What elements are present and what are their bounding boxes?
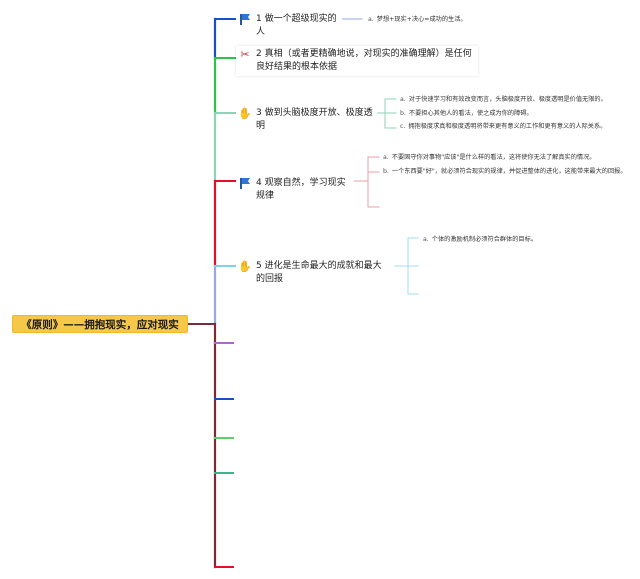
branch-topic-2[interactable]: ✂ 2 真相（或者更精确地说，对现实的准确理解）是任何良好结果的根本依据: [236, 46, 478, 76]
note-marker: b.: [400, 110, 406, 117]
note-text: 拥抱极度求真和极度透明将带来更有意义的工作和更有意义的人际关系。: [408, 123, 607, 130]
flag-icon: [238, 13, 252, 26]
subtopic-note[interactable]: b.不要担心其他人的看法，使之成为你的障碍。: [400, 109, 636, 118]
hands-icon: ✋: [238, 107, 252, 120]
branch-topic-5[interactable]: ✋ 5 进化是生命最大的成就和最大的回报: [236, 258, 394, 288]
note-text: 一个东西要"好"，就必须符合现实的规律，并促进整体的进化，这能带来最大的回报。: [391, 168, 627, 175]
tools-icon: ✂: [240, 48, 250, 61]
flag-icon: [238, 177, 252, 190]
note-text: 不要固守你对事物"应该"是什么样的看法，这将使你无法了解真实的情况。: [391, 154, 596, 161]
branch-topic-1[interactable]: 1 做一个超级现实的人: [236, 11, 342, 41]
note-text: 个体的激励机制必须符合群体的目标。: [431, 236, 537, 243]
branch-topic-4[interactable]: 4 观察自然，学习现实规律: [236, 175, 354, 205]
branch-topic-label: 3 做到头脑极度开放、极度透明: [256, 108, 373, 131]
branch-topic-label: 5 进化是生命最大的成就和最大的回报: [256, 261, 382, 284]
subtopic-note[interactable]: a.梦想+现实+决心=成功的生活。: [368, 15, 498, 24]
subtopic-note[interactable]: a.对于快速学习和有效改变而言，头脑极度开放、极度透明是价值无限的。: [400, 95, 636, 104]
subtopic-note[interactable]: a.不要固守你对事物"应该"是什么样的看法，这将使你无法了解真实的情况。: [383, 153, 618, 162]
branch-topic-3[interactable]: ✋ 3 做到头脑极度开放、极度透明: [236, 105, 377, 135]
note-marker: b.: [383, 168, 389, 175]
note-marker: a.: [383, 154, 389, 161]
branch-topic-label: 2 真相（或者更精确地说，对现实的准确理解）是任何良好结果的根本依据: [256, 49, 472, 72]
note-text: 梦想+现实+决心=成功的生活。: [376, 16, 467, 23]
subtopic-note[interactable]: a.个体的激励机制必须符合群体的目标。: [423, 235, 623, 244]
subtopic-note[interactable]: b.一个东西要"好"，就必须符合现实的规律，并促进整体的进化，这能带来最大的回报…: [383, 167, 635, 176]
note-marker: a.: [368, 16, 374, 23]
note-text: 不要担心其他人的看法，使之成为你的障碍。: [408, 110, 533, 117]
note-text: 对于快速学习和有效改变而言，头脑极度开放、极度透明是价值无限的。: [408, 96, 607, 103]
branch-topic-label: 1 做一个超级现实的人: [256, 14, 337, 37]
root-topic-label: 《原则》——拥抱现实，应对现实: [21, 318, 179, 331]
root-topic[interactable]: 《原则》——拥抱现实，应对现实: [12, 315, 188, 333]
note-marker: a.: [400, 96, 406, 103]
hands-icon: ✋: [238, 260, 252, 273]
note-marker: a.: [423, 236, 429, 243]
note-marker: c.: [400, 123, 406, 130]
branch-topic-label: 4 观察自然，学习现实规律: [256, 178, 346, 201]
subtopic-note[interactable]: c.拥抱极度求真和极度透明将带来更有意义的工作和更有意义的人际关系。: [400, 122, 636, 131]
